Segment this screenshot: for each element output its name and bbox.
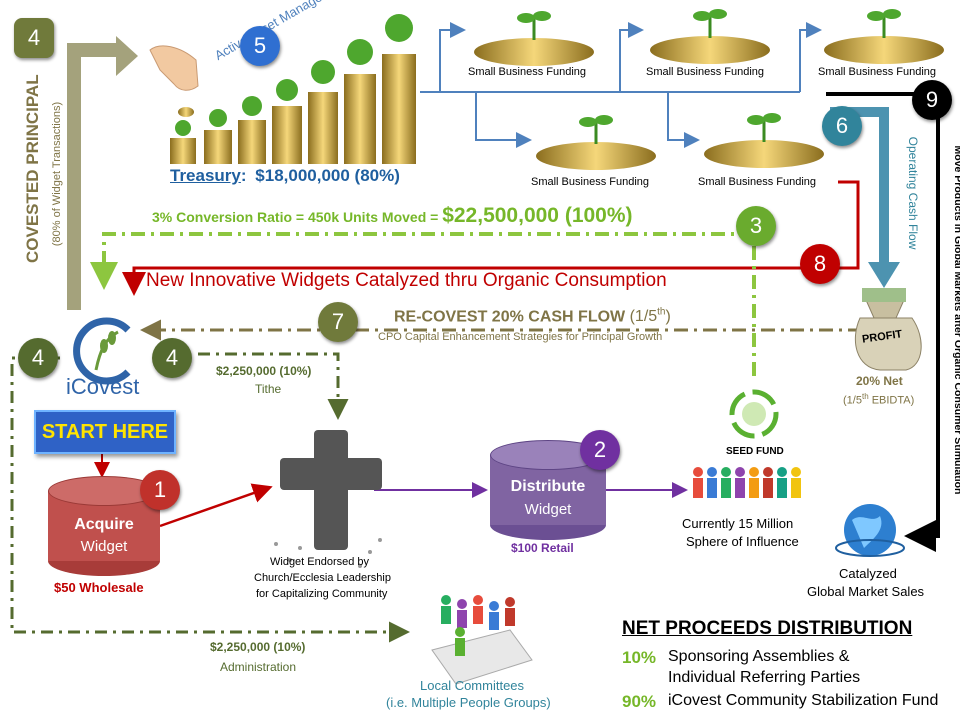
committees-line-1: Local Committees bbox=[420, 678, 525, 693]
catalyzed-headline: New Innovative Widgets Catalyzed thru Or… bbox=[146, 270, 667, 291]
money-bag-icon bbox=[854, 288, 922, 371]
acquire-title: Acquire bbox=[74, 516, 134, 533]
profit-ebidta-sup: th bbox=[861, 392, 869, 401]
badge-1: 1 bbox=[140, 470, 180, 510]
recovest-fraction-close: ) bbox=[665, 308, 671, 326]
recovest-fraction-sup: th bbox=[657, 307, 666, 318]
net-proceeds-pct-1: 10% bbox=[622, 648, 657, 667]
administration-label: Administration bbox=[220, 660, 297, 674]
sphere-line-1: Currently 15 Million bbox=[682, 516, 794, 531]
conversion-pct: 3% bbox=[152, 209, 173, 225]
badge-8: 8 bbox=[800, 244, 840, 284]
seed-fund-label: SEED FUND bbox=[726, 446, 784, 457]
acquire-arrow bbox=[159, 483, 273, 528]
committees-line-2: (i.e. Multiple People Groups) bbox=[386, 695, 551, 710]
global-sales-line-1: Catalyzed bbox=[839, 566, 897, 581]
sbf-label-4: Small Business Funding bbox=[531, 176, 650, 188]
recovest-title-text: RE-COVEST 20% CASH FLOW bbox=[394, 308, 626, 326]
people-group-icon bbox=[693, 467, 801, 498]
conversion-total: (100%) bbox=[559, 204, 633, 227]
sbf-label-2: Small Business Funding bbox=[646, 66, 765, 78]
hand-coin-icon bbox=[149, 45, 199, 117]
recovest-fraction-open: (1/5 bbox=[625, 308, 658, 326]
acquire-price: $50 Wholesale bbox=[54, 580, 144, 595]
treasury-line: Treasury: $18,000,000 (80%) bbox=[170, 166, 400, 186]
recovest-subtitle: CPO Capital Enhancement Strategies for P… bbox=[378, 331, 663, 343]
net-proceeds-title: NET PROCEEDS DISTRIBUTION bbox=[622, 618, 913, 639]
distribute-price: $100 Retail bbox=[511, 541, 574, 555]
conversion-text-middle: Conversion Ratio = 450k Units Moved = bbox=[172, 209, 443, 225]
net-proceeds-line-1a: Sponsoring Assemblies & bbox=[668, 648, 850, 665]
catalyzed-arrow bbox=[122, 180, 860, 296]
sbf-label-3: Small Business Funding bbox=[818, 66, 937, 78]
covested-principal-subtitle: (80% of Widget Transactions) bbox=[51, 101, 63, 247]
coin-stack-plant-icon bbox=[170, 14, 416, 164]
badge-3: 3 bbox=[736, 206, 776, 246]
globe-icon bbox=[835, 504, 905, 557]
net-proceeds-pct-2: 90% bbox=[622, 692, 657, 711]
net-proceeds-line-2a: iCovest Community Stabilization Fund bbox=[668, 692, 939, 709]
profit-net: 20% Net bbox=[856, 374, 903, 388]
recovest-title: RE-COVEST 20% CASH FLOW (1/5th) bbox=[394, 307, 671, 326]
administration-amount: $2,250,000 (10%) bbox=[210, 640, 306, 654]
distribute-sub: Widget bbox=[524, 501, 572, 518]
badge-9: 9 bbox=[912, 80, 952, 120]
acquire-sub: Widget bbox=[80, 538, 128, 555]
badge-5: 5 bbox=[240, 26, 280, 66]
covested-principal-title: COVESTED PRINCIPAL bbox=[23, 74, 42, 263]
badge-4-top: 4 bbox=[14, 18, 54, 58]
icovest-logo bbox=[73, 317, 131, 385]
endorsed-line-1: Widget Endorsed by bbox=[270, 556, 370, 568]
badge-7: 7 bbox=[318, 302, 358, 342]
operating-cash-flow-label: Operating Cash Flow bbox=[906, 136, 920, 250]
covested-principal-arrow bbox=[67, 36, 138, 310]
sphere-line-2: Sphere of Influence bbox=[686, 534, 799, 549]
small-business-coin-piles bbox=[474, 9, 944, 170]
sbf-label-1: Small Business Funding bbox=[468, 66, 587, 78]
global-sales-line-2: Global Market Sales bbox=[807, 584, 925, 599]
badge-6: 6 bbox=[822, 106, 862, 146]
acquire-cylinder: Acquire Widget bbox=[48, 476, 160, 576]
olive-dashed-lines bbox=[10, 352, 410, 643]
tithe-label: Tithe bbox=[255, 382, 282, 396]
cross-crowd-icon bbox=[274, 430, 382, 568]
endorsed-line-3: for Capitalizing Community bbox=[256, 588, 388, 600]
treasury-funding-arrows bbox=[420, 22, 822, 148]
conversion-amount: $22,500,000 bbox=[442, 204, 559, 227]
treasury-colon: : bbox=[240, 166, 247, 185]
icovest-logo-text: iCovest bbox=[66, 374, 140, 399]
tithe-amount: $2,250,000 (10%) bbox=[216, 364, 312, 378]
treasury-label: Treasury bbox=[170, 166, 241, 185]
badge-2: 2 bbox=[580, 430, 620, 470]
seed-fund-icon bbox=[729, 389, 779, 439]
endorsed-line-2: Church/Ecclesia Leadership bbox=[254, 572, 391, 584]
start-here-button[interactable]: START HERE bbox=[34, 410, 176, 454]
treasury-value: $18,000,000 (80%) bbox=[255, 166, 400, 185]
profit-ebidta: (1/5th EBIDTA) bbox=[843, 392, 914, 407]
distribute-title: Distribute bbox=[510, 478, 586, 495]
badge-4-left: 4 bbox=[18, 338, 58, 378]
net-proceeds-line-1b: Individual Referring Parties bbox=[668, 669, 861, 686]
conversion-dashed-line bbox=[90, 232, 756, 382]
recovest-fraction: (1/5th) bbox=[625, 307, 671, 326]
global-markets-arrow bbox=[826, 92, 940, 552]
conversion-text: 3% Conversion Ratio = 450k Units Moved =… bbox=[152, 204, 633, 228]
sbf-label-5: Small Business Funding bbox=[698, 176, 817, 188]
profit-ebidta-open: (1/5 bbox=[843, 394, 862, 407]
puzzle-people-icon bbox=[431, 595, 533, 685]
badge-4-mid: 4 bbox=[152, 338, 192, 378]
global-markets-label: Move Products in Global Markets after Or… bbox=[952, 145, 960, 495]
profit-ebidta-close: EBIDTA) bbox=[868, 394, 915, 407]
